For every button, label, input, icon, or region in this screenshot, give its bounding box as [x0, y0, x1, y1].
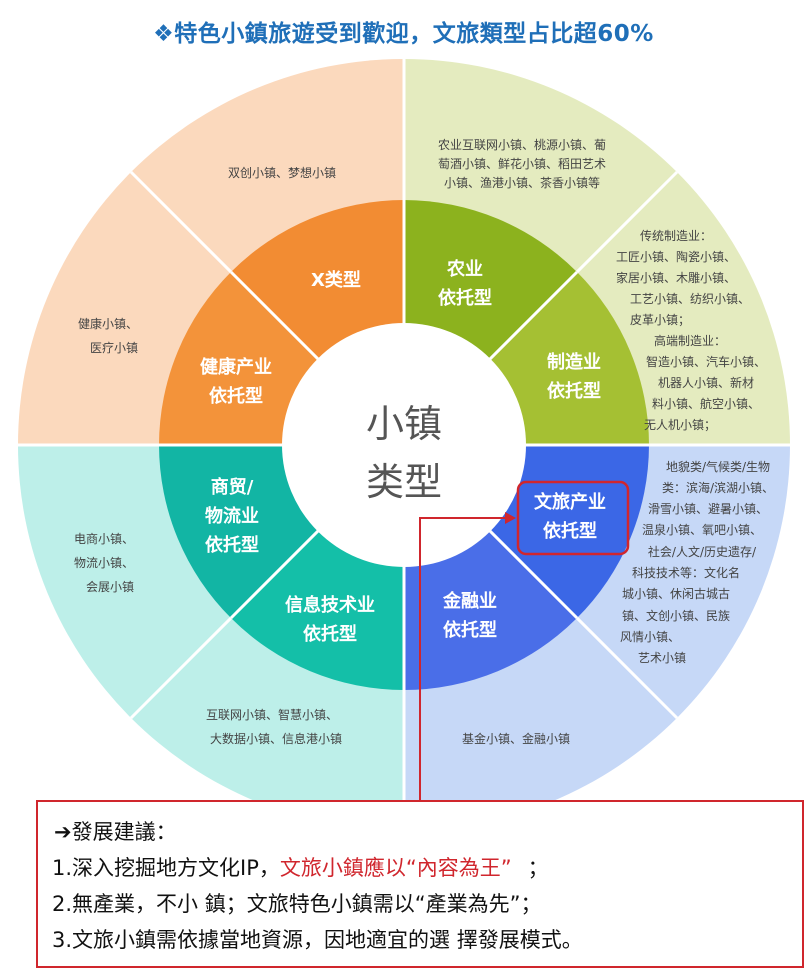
advice-line-3: 3.文旅小鎮需依據當地資源，因地適宜的選 擇發展模式。 — [52, 928, 583, 952]
svg-text:科技技术等：文化名: 科技技术等：文化名 — [632, 565, 740, 580]
svg-text:互联网小镇、智慧小镇、: 互联网小镇、智慧小镇、 — [206, 707, 338, 722]
svg-text:艺术小镇: 艺术小镇 — [638, 651, 686, 665]
svg-text:健康小镇、: 健康小镇、 — [78, 316, 138, 331]
svg-text:类：滨海/滨湖小镇、: 类：滨海/滨湖小镇、 — [662, 480, 774, 495]
outer-text-mfg: 传统制造业： 工匠小镇、陶瓷小镇、 家居小镇、木雕小镇、 工艺小镇、纺织小镇、 … — [616, 228, 766, 432]
outer-text-agri: 农业互联网小镇、桃源小镇、葡 萄酒小镇、鲜花小镇、稻田艺术 小镇、渔港小镇、茶香… — [438, 137, 606, 190]
svg-text:城小镇、休闲古城古: 城小镇、休闲古城古 — [622, 586, 730, 601]
svg-text:家居小镇、木雕小镇、: 家居小镇、木雕小镇、 — [616, 270, 736, 285]
svg-text:风情小镇、: 风情小镇、 — [620, 630, 680, 644]
svg-text:料小镇、航空小镇、: 料小镇、航空小镇、 — [652, 396, 760, 411]
culture-highlight-box — [516, 480, 630, 556]
advice-line-2: 2.無產業，不小 鎮；文旅特色小鎮需以“產業為先”； — [52, 892, 542, 916]
svg-text:机器人小镇、新材: 机器人小镇、新材 — [658, 375, 754, 390]
outer-text-health: 健康小镇、 医疗小镇 — [78, 316, 138, 355]
svg-text:滑雪小镇、避暑小镇、: 滑雪小镇、避暑小镇、 — [648, 502, 768, 516]
svg-text:大数据小镇、信息港小镇: 大数据小镇、信息港小镇 — [210, 731, 342, 746]
svg-text:社会/人文/历史遗存/: 社会/人文/历史遗存/ — [648, 544, 757, 559]
label-trade-1: 商贸/ — [211, 476, 254, 498]
svg-text:工匠小镇、陶瓷小镇、: 工匠小镇、陶瓷小镇、 — [616, 249, 736, 264]
outer-text-finance: 基金小镇、金融小镇 — [462, 731, 570, 746]
label-health-2: 依托型 — [209, 385, 263, 407]
outer-text-it: 互联网小镇、智慧小镇、 大数据小镇、信息港小镇 — [206, 707, 342, 746]
svg-text:农业互联网小镇、桃源小镇、葡: 农业互联网小镇、桃源小镇、葡 — [438, 137, 606, 152]
outer-text-trade: 电商小镇、 物流小镇、 会展小镇 — [74, 531, 134, 594]
advice-heading: ➔發展建議： — [54, 820, 177, 844]
svg-text:工艺小镇、纺织小镇、: 工艺小镇、纺织小镇、 — [630, 292, 750, 306]
label-mfg-2: 依托型 — [547, 380, 601, 402]
page-title: ❖特色小鎮旅遊受到歡迎，文旅類型占比超60% — [153, 21, 654, 47]
outer-text-x-type: 双创小镇、梦想小镇 — [228, 165, 336, 180]
center-label-line2: 类型 — [366, 460, 442, 504]
svg-text:电商小镇、: 电商小镇、 — [74, 531, 134, 546]
svg-text:物流小镇、: 物流小镇、 — [74, 556, 134, 570]
arrow-head-icon — [505, 512, 516, 524]
advice-line-1-highlight: 文旅小鎮應以“內容為王” — [279, 856, 512, 880]
svg-text:会展小镇: 会展小镇 — [86, 580, 134, 594]
label-agri-1: 农业 — [446, 258, 483, 280]
center-hub — [282, 323, 526, 567]
svg-text:温泉小镇、氧吧小镇、: 温泉小镇、氧吧小镇、 — [642, 523, 762, 537]
label-culture-2: 依托型 — [543, 520, 597, 542]
label-it-1: 信息技术业 — [285, 594, 375, 616]
svg-text:高端制造业：: 高端制造业： — [654, 333, 726, 348]
svg-text:无人机小镇；: 无人机小镇； — [644, 418, 716, 432]
svg-text:智造小镇、汽车小镇、: 智造小镇、汽车小镇、 — [646, 354, 766, 369]
svg-text:镇、文创小镇、民族: 镇、文创小镇、民族 — [622, 608, 730, 623]
highlight-connector-line — [419, 517, 508, 800]
label-x-type: X类型 — [311, 269, 361, 291]
label-it-2: 依托型 — [303, 623, 357, 645]
label-agri-2: 依托型 — [438, 287, 492, 309]
label-trade-3: 依托型 — [205, 534, 259, 556]
label-health-1: 健康产业 — [200, 356, 272, 378]
svg-text:萄酒小镇、鲜花小镇、稻田艺术: 萄酒小镇、鲜花小镇、稻田艺术 — [438, 156, 606, 171]
svg-text:小镇、渔港小镇、茶香小镇等: 小镇、渔港小镇、茶香小镇等 — [444, 175, 600, 190]
label-finance-1: 金融业 — [442, 590, 497, 612]
center-label-line1: 小镇 — [366, 402, 442, 446]
label-mfg-1: 制造业 — [547, 351, 601, 373]
label-trade-2: 物流业 — [205, 505, 259, 527]
svg-text:地貌类/气候类/生物: 地貌类/气候类/生物 — [666, 459, 770, 474]
svg-text:皮革小镇；: 皮革小镇； — [630, 313, 690, 327]
advice-line-1: 1.深入挖掘地方文化IP，文旅小鎮應以“內容為王” ； — [52, 852, 549, 882]
svg-text:医疗小镇: 医疗小镇 — [90, 341, 138, 355]
outer-text-culture: 地貌类/气候类/生物 类：滨海/滨湖小镇、 滑雪小镇、避暑小镇、 温泉小镇、氧吧… — [620, 459, 774, 665]
label-finance-2: 依托型 — [443, 619, 497, 641]
svg-text:传统制造业：: 传统制造业： — [640, 228, 712, 243]
advice-box: ➔發展建議： 1.深入挖掘地方文化IP，文旅小鎮應以“內容為王” ； 2.無產業，… — [36, 800, 804, 968]
advice-line-1-end: ； — [527, 856, 549, 880]
label-culture-1: 文旅产业 — [534, 491, 606, 513]
svg-text:双创小镇、梦想小镇: 双创小镇、梦想小镇 — [228, 165, 336, 180]
svg-text:基金小镇、金融小镇: 基金小镇、金融小镇 — [462, 731, 570, 746]
advice-line-1-part-a: 1.深入挖掘地方文化IP， — [52, 856, 280, 880]
